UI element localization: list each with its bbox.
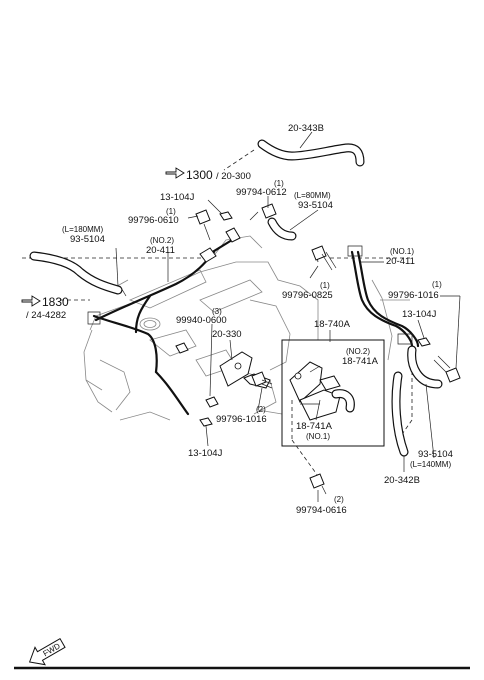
qty-99796-0610: (1)	[166, 207, 176, 216]
bolt-99796-1016-right	[433, 355, 461, 383]
ref-1830-sub: / 24-4282	[26, 310, 66, 321]
bolt-99794-0612	[249, 203, 277, 221]
label-assy-18-740a: 18-740A	[314, 319, 351, 330]
label-hose-top: 20-343B	[288, 123, 324, 134]
note-no1-valve: (NO.1)	[306, 432, 330, 441]
length-180: (L=180MM)	[62, 225, 103, 234]
pointer-hand-icon	[21, 295, 41, 307]
leader-lines	[115, 131, 461, 502]
label-99940-0600: 99940-0600	[176, 315, 227, 326]
hose-20-342b	[391, 371, 409, 457]
fwd-arrow-icon: FWD	[28, 637, 66, 666]
nuts-99940-0600	[175, 342, 219, 408]
label-93-5104-mid: 93-5104	[298, 200, 333, 211]
ref-1830[interactable]: 1830	[42, 295, 69, 309]
label-clip-bottom: 13-104J	[188, 448, 223, 459]
qty-99796-0825: (1)	[320, 281, 330, 290]
bolt-99796-1016-mid	[251, 371, 273, 389]
clips-13-104j	[199, 211, 431, 427]
length-80: (L=80MM)	[294, 191, 331, 200]
label-bracket-20-330: 20-330	[212, 329, 242, 340]
note-no2-valve: (NO.2)	[346, 347, 370, 356]
note-no2-pipe: (NO.2)	[150, 236, 174, 245]
label-99794-0612: 99794-0612	[236, 187, 287, 198]
pipe-20-411-right	[347, 245, 420, 348]
hose-20-343b	[257, 139, 365, 167]
qty-99796-1016-right: (1)	[432, 280, 442, 289]
bolt-99794-0616	[309, 473, 327, 495]
label-pipe-20-411-left: 20-411	[146, 245, 175, 256]
ref-1300-sub: / 20-300	[216, 171, 251, 182]
valve-assembly-box	[281, 339, 385, 447]
label-99796-1016-right: 99796-1016	[388, 290, 439, 301]
label-clip-top: 13-104J	[160, 192, 195, 203]
label-99796-1016-mid: 99796-1016	[216, 414, 267, 425]
length-140: (L=140MM)	[410, 460, 451, 469]
bolt-99796-0610	[195, 209, 211, 241]
label-clip-right: 13-104J	[402, 309, 437, 320]
label-pipe-20-411-right: 20-411	[386, 256, 415, 267]
label-valve-18-741a-top: 18-741A	[342, 356, 379, 367]
qty-99796-1016-mid: (2)	[256, 405, 266, 414]
label-93-5104-left: 93-5104	[70, 234, 105, 245]
label-99794-0616: 99794-0616	[296, 505, 347, 516]
qty-99794-0616: (2)	[334, 495, 344, 504]
label-hose-20-342b: 20-342B	[384, 475, 420, 486]
note-no1-pipe: (NO.1)	[390, 247, 414, 256]
qty-99794-0612: (1)	[274, 179, 284, 188]
qty-99940-0600: (3)	[212, 307, 222, 316]
bolt-99796-0825	[311, 245, 337, 271]
label-99796-0825: 99796-0825	[282, 290, 333, 301]
hose-93-5104-right	[407, 345, 443, 389]
hose-93-5104-left	[29, 251, 123, 295]
label-93-5104-right: 93-5104	[418, 449, 453, 460]
pointer-hand-icon	[165, 167, 185, 179]
hose-93-5104-mid	[267, 217, 297, 241]
ref-1300[interactable]: 1300	[186, 168, 213, 182]
label-valve-18-741a-bottom: 18-741A	[296, 421, 333, 432]
label-99796-0610: 99796-0610	[128, 215, 179, 226]
pipe-20-411-left	[87, 227, 241, 416]
